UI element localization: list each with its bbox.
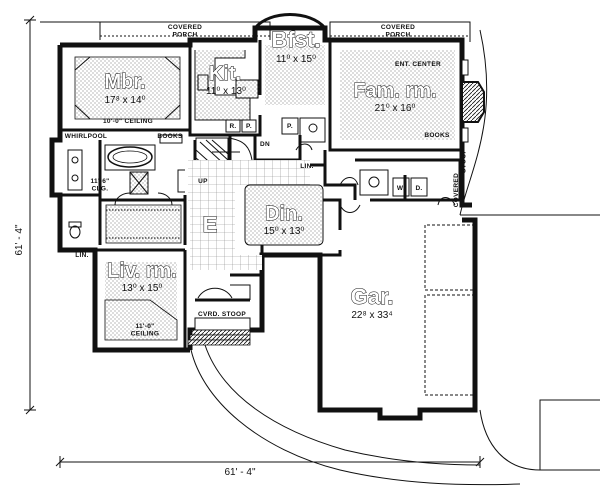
family-title: Fam. rm. <box>353 80 436 102</box>
master-title: Mbr. <box>104 71 145 93</box>
walk-in-closet <box>105 204 182 244</box>
whirlpool-label: WHIRLPOOL <box>65 133 107 140</box>
lin-center-label: LIN. <box>300 163 313 170</box>
dn-label: DN <box>260 141 270 148</box>
depth-dimension-line <box>24 15 36 415</box>
cvrd-stoop-label: CVRD. STOOP <box>198 311 246 318</box>
ent-center-label: ENT. CENTER <box>395 61 441 68</box>
p1-label: P. <box>246 123 252 130</box>
foyer-tile <box>188 160 310 270</box>
front-stoop <box>187 284 251 346</box>
closet-clg-label: 11'-6"CLG. <box>90 178 109 192</box>
laundry-appliances <box>359 169 428 197</box>
lin-left-label: LIN. <box>75 252 88 259</box>
garage-title: Gar. <box>351 284 394 309</box>
breakfast-floor <box>265 45 325 105</box>
breakfast-size: 11⁰ x 15⁰ <box>276 54 316 65</box>
family-size: 21⁰ x 16⁰ <box>375 103 416 114</box>
kitchen-counters <box>194 50 299 135</box>
master-ceiling-corners <box>74 56 181 120</box>
covered-porch-left-area <box>99 21 271 40</box>
liv-ceiling-label: 11'-0"CEILING <box>131 323 159 337</box>
dining-title: Din. <box>265 203 303 225</box>
kitchen-title: Kit. <box>209 63 241 85</box>
d-label: D. <box>415 185 422 192</box>
books-right-label: BOOKS <box>424 132 450 139</box>
width-dimension: 61' - 4" <box>224 467 255 478</box>
driveway <box>40 21 600 486</box>
master-bath-fixtures <box>67 134 185 239</box>
family-floor <box>340 50 455 140</box>
ent-center-cabinet <box>461 59 469 76</box>
living-title: Liv. rm. <box>107 260 177 282</box>
kitchen-size: 11⁰ x 13⁰ <box>206 86 246 97</box>
breakfast-title: Bfst. <box>272 27 321 52</box>
p2-label: P. <box>287 123 293 130</box>
depth-dimension: 61' - 4" <box>14 224 25 255</box>
living-floor <box>104 262 178 341</box>
exterior-doors <box>114 143 456 213</box>
living-size: 13⁰ x 15⁰ <box>122 283 163 294</box>
books-left-label: BOOKS <box>157 133 183 140</box>
master-floor <box>74 56 181 120</box>
entry-title: E <box>203 212 218 237</box>
covered-stoop-label: COVEREDSTOOP <box>453 148 467 207</box>
covered-porch-right-area <box>329 21 471 42</box>
dining-size: 15⁰ x 13⁰ <box>264 226 305 237</box>
fireplace <box>461 81 485 123</box>
w-label: W. <box>397 185 405 192</box>
breakfast-bay <box>253 13 327 30</box>
r-label: R. <box>229 123 236 130</box>
mbr-ceiling-label: 10'-0" CEILING <box>103 118 153 125</box>
master-size: 17⁸ x 14⁰ <box>104 95 145 106</box>
books-shelf-right <box>461 127 469 143</box>
garage-doors <box>424 224 477 396</box>
garage-size: 22⁸ x 33⁴ <box>351 310 392 321</box>
up-label: UP <box>198 178 208 185</box>
powder-room <box>299 117 326 143</box>
dining-floor <box>244 184 324 246</box>
